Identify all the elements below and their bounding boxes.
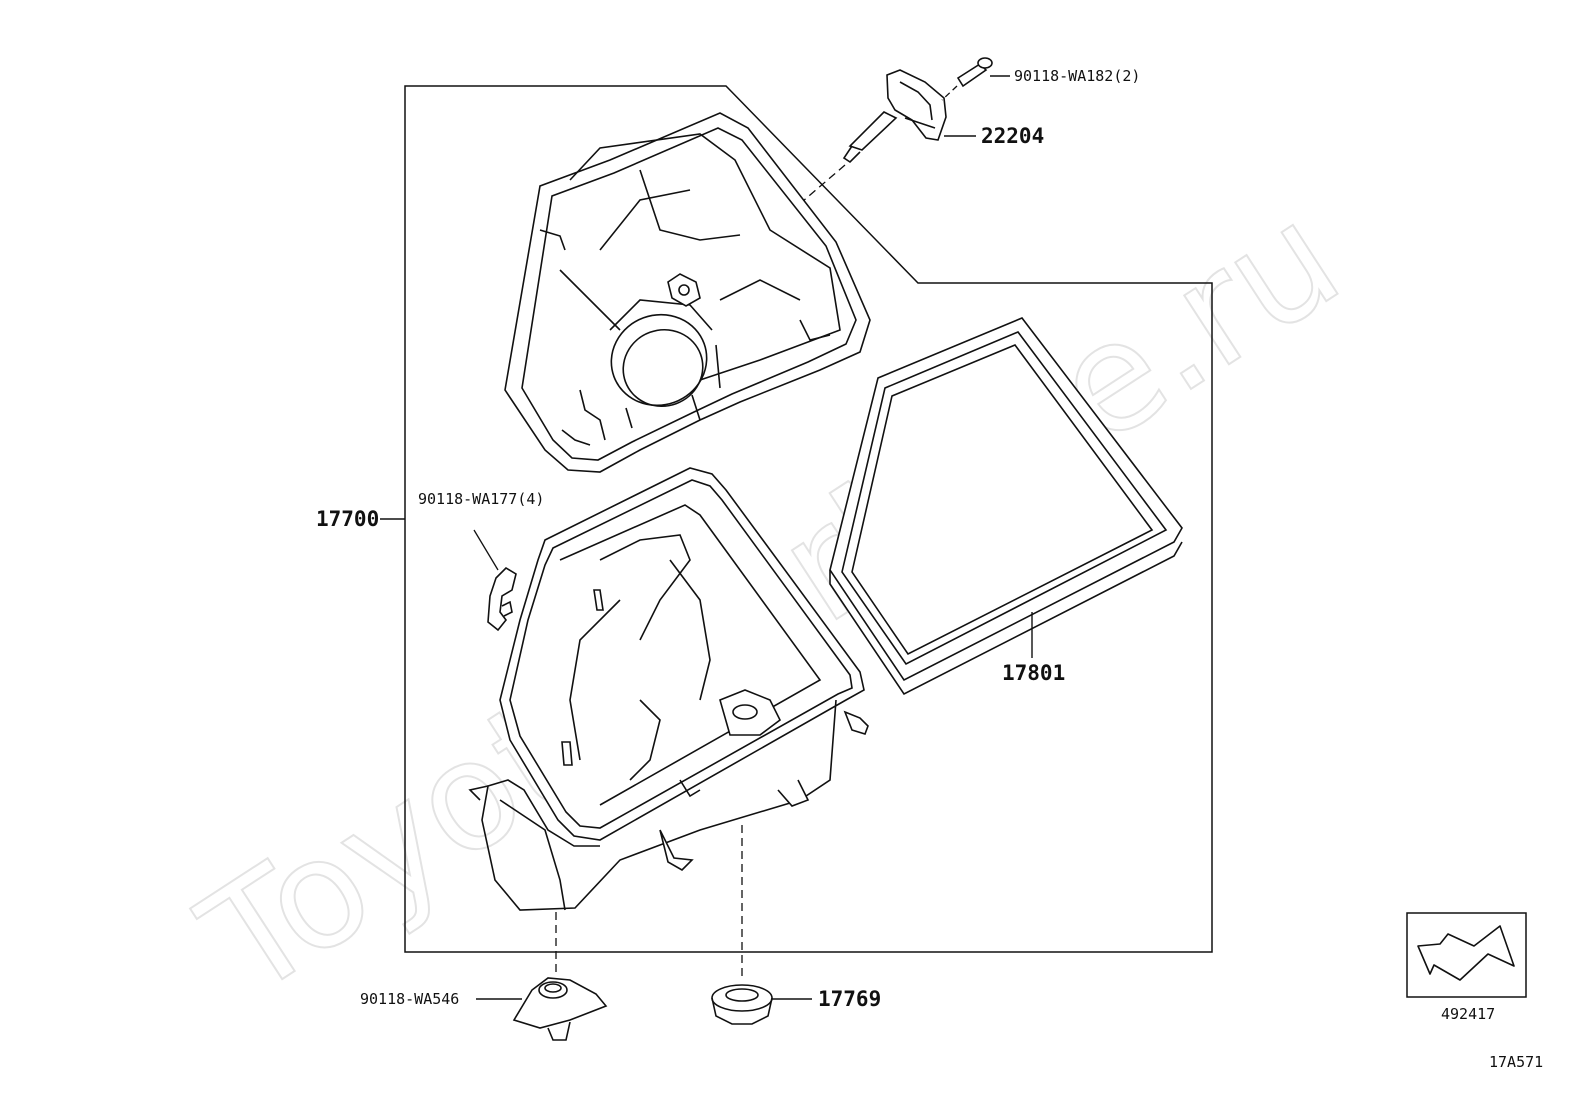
label-90118-WA546[interactable]: 90118-WA546 [360,990,459,1008]
bolt-alignment-line [941,85,958,101]
label-17801[interactable]: 17801 [1002,661,1065,685]
air-cleaner-cap[interactable] [504,112,871,473]
sensor-22204[interactable] [842,69,947,164]
label-22204[interactable]: 22204 [981,124,1044,148]
label-90118-WA177[interactable]: 90118-WA177(4) [418,490,544,508]
air-cleaner-case[interactable] [468,467,869,911]
grommet-17769[interactable] [711,984,773,1025]
assembly-frame [404,85,1213,953]
label-17769[interactable]: 17769 [818,987,881,1011]
bottom-mount-90118-WA546[interactable] [512,977,608,1041]
label-90118-WA182[interactable]: 90118-WA182(2) [1014,67,1140,85]
air-filter-17801[interactable] [829,317,1183,696]
clip-leader [473,529,499,571]
figure-code: 17A571 [1489,1053,1543,1071]
inset-ref-number: 492417 [1441,1005,1495,1023]
bolt-90118-WA182[interactable] [956,57,993,88]
orientation-inset: 492417 [1406,912,1527,1023]
front-arrow-icon [1417,925,1515,981]
clip-90118-WA177[interactable] [487,566,517,632]
label-17700[interactable]: 17700 [316,507,379,531]
